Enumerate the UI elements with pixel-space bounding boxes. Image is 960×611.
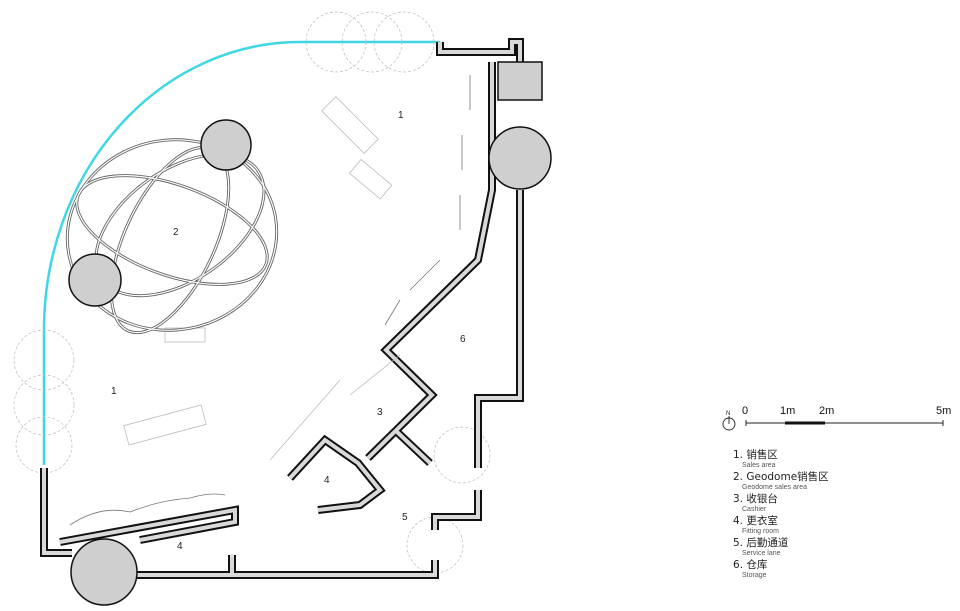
legend-zh: 2. Geodome销售区 xyxy=(733,471,829,483)
north-arrow-icon: N xyxy=(722,411,736,431)
scale-tick-5m: 5m xyxy=(936,405,952,417)
legend-zh: 3. 收银台 xyxy=(733,493,778,505)
geodome-structure-inner xyxy=(66,139,278,334)
legend-zh: 1. 销售区 xyxy=(733,449,778,461)
legend-zh: 4. 更衣室 xyxy=(733,515,778,527)
walls xyxy=(40,38,524,579)
scale-labels: 0 1m 2m 5m xyxy=(720,405,960,435)
geodome-structure xyxy=(65,138,279,335)
label-fitting-room-center: 4 xyxy=(324,475,330,486)
furniture xyxy=(123,96,401,461)
label-cashier: 3 xyxy=(377,407,383,418)
legend-en: Fitting room xyxy=(742,528,779,535)
legend-en: Sales area xyxy=(742,462,776,469)
legend-zh: 5. 后勤通道 xyxy=(733,537,789,549)
scale-bar xyxy=(745,420,944,426)
scale-tick-2m: 2m xyxy=(819,405,835,417)
label-sales-area-top: 1 xyxy=(398,110,404,121)
legend-en: Service lane xyxy=(742,550,781,557)
label-service-lane: 5 xyxy=(402,512,408,523)
scale-tick-0: 0 xyxy=(742,405,749,417)
legend-zh: 6. 仓库 xyxy=(733,559,768,571)
columns xyxy=(68,61,552,606)
label-storage: 6 xyxy=(460,334,466,345)
label-sales-area-left: 1 xyxy=(111,386,117,397)
door-swings xyxy=(13,11,491,574)
north-label: N xyxy=(726,411,730,417)
legend-en: Geodome sales area xyxy=(742,484,807,491)
scale-tick-1m: 1m xyxy=(780,405,796,417)
label-fitting-room-bottom: 4 xyxy=(177,541,183,552)
glass-facade xyxy=(42,40,440,465)
legend-en: Storage xyxy=(742,572,767,579)
label-geodome: 2 xyxy=(173,227,179,238)
clothing-racks xyxy=(69,75,471,526)
legend-en: Cashier xyxy=(742,506,767,513)
